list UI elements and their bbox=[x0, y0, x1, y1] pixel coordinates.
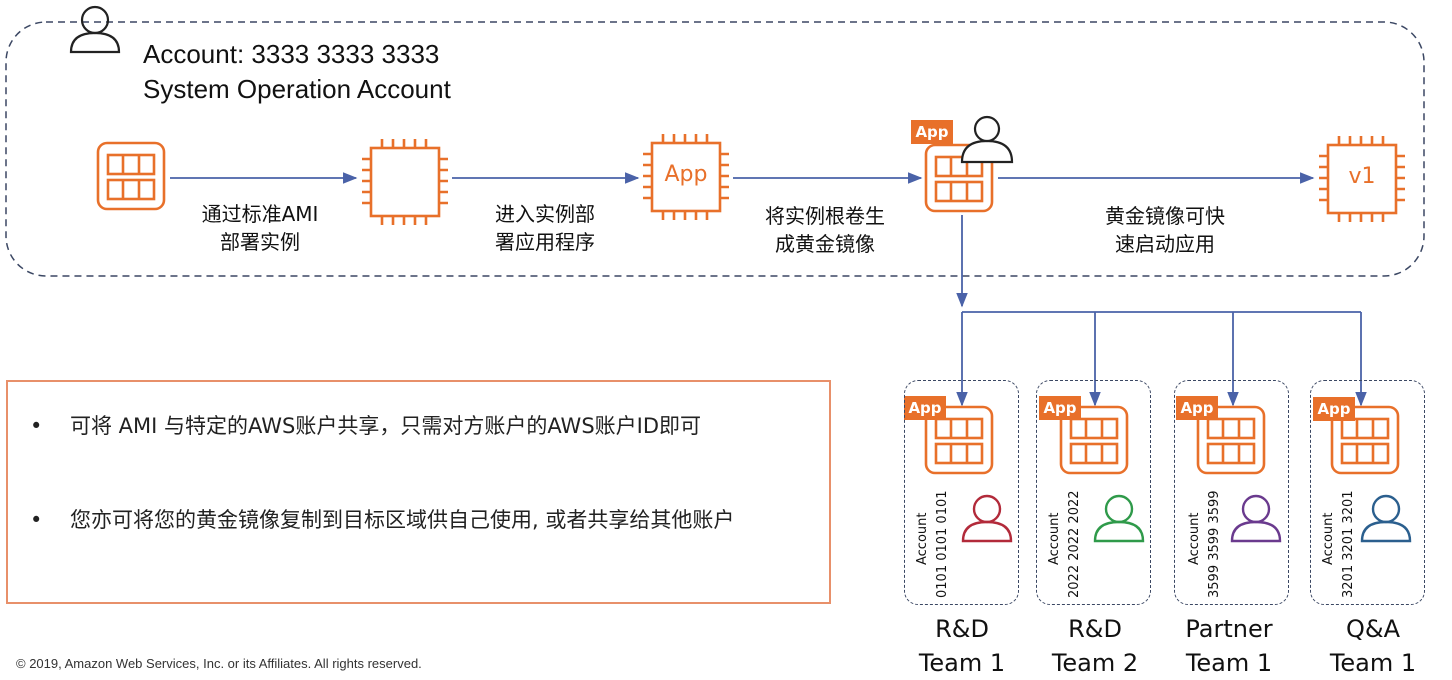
team-ami-icon bbox=[1196, 405, 1266, 475]
app-badge: App bbox=[904, 396, 946, 420]
team-account-label: Account bbox=[1187, 512, 1202, 566]
flow-arrows bbox=[170, 172, 1367, 407]
team-card-partner1 bbox=[1174, 380, 1289, 605]
account-user-icon bbox=[69, 5, 121, 54]
bullet-glyph: • bbox=[30, 508, 43, 532]
v1-instance-icon bbox=[1319, 136, 1405, 222]
account-group-border bbox=[5, 21, 1425, 277]
team-name-line1: Partner bbox=[1185, 615, 1273, 643]
account-title: Account: 3333 3333 3333 bbox=[143, 39, 440, 69]
team-card-rd2 bbox=[1036, 380, 1151, 605]
team-name-line1: R&D bbox=[1068, 615, 1122, 643]
v1-chip-label: v1 bbox=[1348, 164, 1376, 189]
team-user-icon bbox=[1360, 494, 1412, 543]
copyright-footer: © 2019, Amazon Web Services, Inc. or its… bbox=[16, 656, 422, 671]
team-card-qa1 bbox=[1310, 380, 1425, 605]
note-text: 可将 AMI 与特定的AWS账户共享，只需对方账户的AWS账户ID即可 bbox=[70, 414, 702, 438]
app-badge: App bbox=[911, 120, 953, 144]
step-label: 通过标准AMI 部署实例 bbox=[201, 202, 319, 254]
golden-ami-icon bbox=[924, 143, 994, 213]
note-bullet: • 您亦可将您的黄金镜像复制到目标区域供自己使用, 或者共享给其他账户 bbox=[30, 498, 820, 586]
app-chip-label: App bbox=[664, 162, 708, 187]
step-label: 黄金镜像可快 速启动应用 bbox=[1105, 204, 1225, 256]
team-card-rd1 bbox=[904, 380, 1019, 605]
team-name-line1: Q&A bbox=[1345, 615, 1401, 643]
team-name-line2: Team 1 bbox=[918, 649, 1006, 677]
team-name-line1: R&D bbox=[935, 615, 989, 643]
team-user-icon bbox=[1093, 494, 1145, 543]
app-badge: App bbox=[1176, 396, 1218, 420]
account-subtitle: System Operation Account bbox=[143, 74, 451, 104]
team-ami-icon bbox=[924, 405, 994, 475]
team-name-line2: Team 1 bbox=[1185, 649, 1273, 677]
team-ami-icon bbox=[1330, 405, 1400, 475]
team-account-number: 2022 2022 2022 bbox=[1067, 490, 1082, 598]
ec2-instance-icon bbox=[362, 139, 448, 225]
note-text: 您亦可将您的黄金镜像复制到目标区域供自己使用, 或者共享给其他账户 bbox=[70, 508, 735, 532]
team-name-line2: Team 2 bbox=[1051, 649, 1139, 677]
ec2-app-instance-icon bbox=[643, 134, 729, 220]
note-bullet: • 可将 AMI 与特定的AWS账户共享，只需对方账户的AWS账户ID即可 bbox=[30, 404, 820, 492]
team-account-label: Account bbox=[1321, 512, 1336, 566]
ami-icon bbox=[96, 141, 166, 211]
notes-box: • 可将 AMI 与特定的AWS账户共享，只需对方账户的AWS账户ID即可 • … bbox=[6, 380, 831, 604]
app-badge: App bbox=[1039, 396, 1081, 420]
operator-user-icon bbox=[960, 115, 1014, 164]
team-ami-icons bbox=[924, 405, 1400, 475]
team-account-label: Account bbox=[1047, 512, 1062, 566]
team-ami-icon bbox=[1059, 405, 1129, 475]
team-account-label: Account bbox=[915, 512, 930, 566]
team-user-icon bbox=[961, 494, 1013, 543]
team-account-number: 0101 0101 0101 bbox=[935, 490, 950, 598]
step-label: 进入实例部 署应用程序 bbox=[495, 202, 595, 254]
app-badge: App bbox=[1313, 397, 1355, 421]
team-account-number: 3599 3599 3599 bbox=[1207, 490, 1222, 598]
bullet-glyph: • bbox=[30, 414, 43, 438]
team-name-line2: Team 1 bbox=[1329, 649, 1417, 677]
team-account-number: 3201 3201 3201 bbox=[1341, 490, 1356, 598]
step-label: 将实例根卷生 成黄金镜像 bbox=[765, 204, 885, 256]
team-user-icon bbox=[1230, 494, 1282, 543]
